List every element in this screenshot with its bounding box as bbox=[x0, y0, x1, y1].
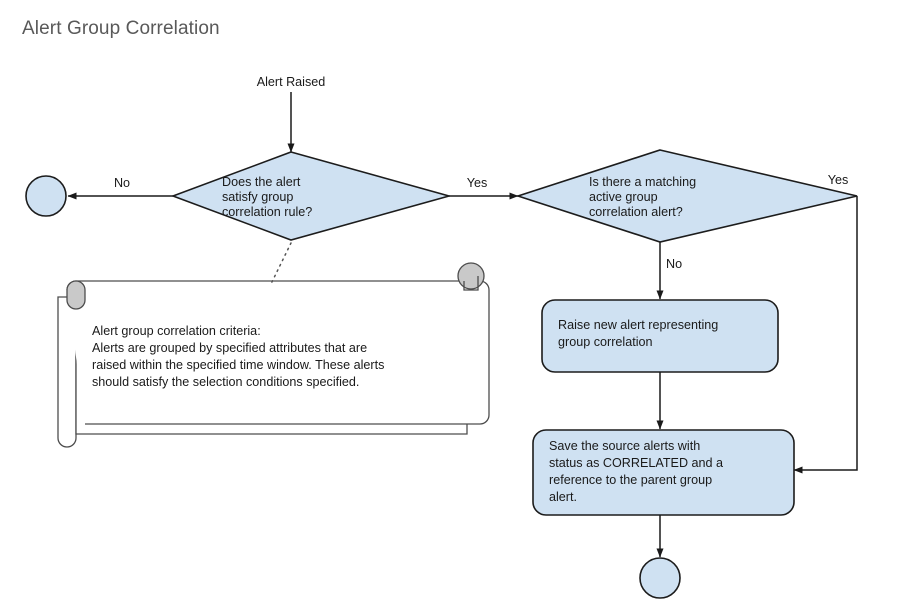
decision-satisfy-rule-line-1: Does the alert bbox=[222, 175, 301, 189]
note-criteria-line-4: should satisfy the selection conditions … bbox=[92, 375, 359, 389]
note-criteria[interactable]: Alert group correlation criteria: Alerts… bbox=[57, 262, 490, 448]
decision-satisfy-rule-line-3: correlation rule? bbox=[222, 205, 312, 219]
end-terminator[interactable] bbox=[639, 557, 681, 599]
end-no-terminator[interactable] bbox=[25, 175, 67, 217]
process-raise-new-alert-line-2: group correlation bbox=[558, 335, 653, 349]
edge-label-decision2-yes: Yes bbox=[828, 173, 849, 187]
process-save-source-alerts-line-4: alert. bbox=[549, 490, 577, 504]
decision-matching-alert-line-2: active group bbox=[589, 190, 658, 204]
page-title: Alert Group Correlation bbox=[22, 18, 220, 39]
decision-matching-alert-line-3: correlation alert? bbox=[589, 205, 683, 219]
process-save-source-alerts[interactable]: Save the source alerts with status as CO… bbox=[532, 429, 795, 516]
process-save-source-alerts-line-1: Save the source alerts with bbox=[549, 439, 700, 453]
decision-matching-alert-line-1: Is there a matching bbox=[589, 175, 696, 189]
edge-label-decision1-yes: Yes bbox=[467, 176, 488, 190]
process-save-source-alerts-line-3: reference to the parent group bbox=[549, 473, 712, 487]
edge-label-decision2-no: No bbox=[666, 257, 682, 271]
decision-matching-alert[interactable]: Is there a matching active group correla… bbox=[515, 149, 858, 243]
edge-decision2-yes bbox=[793, 196, 858, 474]
process-raise-new-alert[interactable]: Raise new alert representing group corre… bbox=[541, 299, 779, 373]
note-criteria-line-2: Alerts are grouped by specified attribut… bbox=[92, 341, 367, 355]
start-label: Alert Raised bbox=[257, 75, 326, 89]
process-raise-new-alert-line-1: Raise new alert representing bbox=[558, 318, 718, 332]
process-save-source-alerts-line-2: status as CORRELATED and a bbox=[549, 456, 723, 470]
decision-satisfy-rule-line-2: satisfy group bbox=[222, 190, 293, 204]
note-criteria-line-1: Alert group correlation criteria: bbox=[92, 324, 261, 338]
edge-note-connector bbox=[269, 242, 292, 287]
edge-label-decision1-no: No bbox=[114, 176, 130, 190]
decision-satisfy-rule[interactable]: Does the alert satisfy group correlation… bbox=[170, 151, 452, 241]
note-criteria-line-3: raised within the specified time window.… bbox=[92, 358, 384, 372]
